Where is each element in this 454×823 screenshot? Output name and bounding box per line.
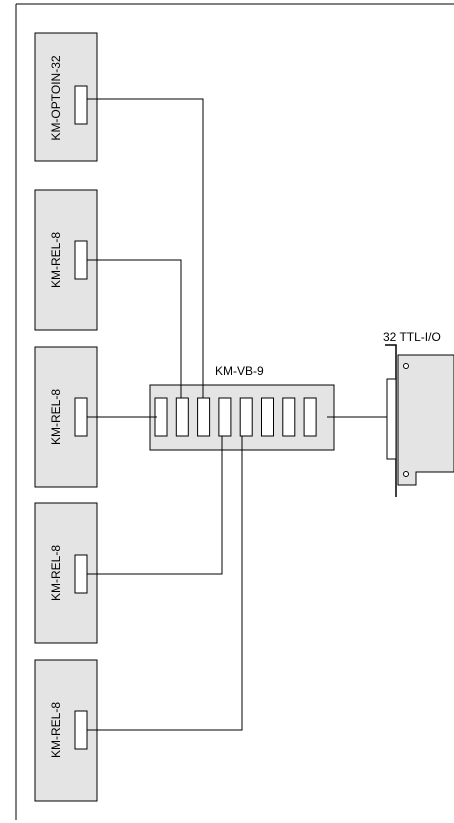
card-connector (386, 378, 397, 460)
card-label: 32 TTL-I/O (383, 330, 441, 344)
module-connector (74, 85, 88, 125)
hub-port-2 (175, 397, 189, 437)
module-box (34, 502, 98, 644)
module-label: KM-REL-8 (49, 389, 63, 445)
wire-rel3-to-hub (87, 436, 223, 575)
module-label: KM-OPTOIN-32 (49, 55, 63, 140)
module-rel-8-3: KM-REL-8 (34, 502, 98, 644)
card-screw-top (403, 363, 409, 369)
module-connector (74, 397, 88, 437)
hub-port-4 (218, 397, 232, 437)
module-label: KM-REL-8 (49, 232, 63, 288)
module-optoin-32: KM-OPTOIN-32 (34, 32, 98, 162)
card-board (397, 354, 454, 486)
module-label: KM-REL-8 (49, 702, 63, 758)
hub-port-3 (197, 397, 211, 437)
ttl-io-card: 32 TTL-I/O (383, 330, 454, 497)
hub-ports (154, 397, 317, 437)
card-screw-bottom (403, 471, 409, 477)
module-rel-8-4: KM-REL-8 (34, 659, 98, 802)
module-connector (74, 554, 88, 594)
hub-port-8 (303, 397, 317, 437)
module-box (34, 32, 98, 162)
wires (87, 98, 387, 731)
module-connector (74, 240, 88, 280)
module-label: KM-REL-8 (49, 545, 63, 601)
hub-port-7 (282, 397, 296, 437)
hub-port-5 (239, 397, 253, 437)
hub-label: KM-VB-9 (215, 364, 264, 378)
wire-rel4-to-hub (87, 436, 243, 731)
module-rel-8-1: KM-REL-8 (34, 189, 98, 331)
wire-rel1-to-hub (87, 259, 182, 398)
module-rel-8-2: KM-REL-8 (34, 346, 98, 488)
module-connector (74, 710, 88, 750)
hub-port-6 (261, 397, 274, 437)
wire-optoin-to-hub (87, 98, 204, 398)
